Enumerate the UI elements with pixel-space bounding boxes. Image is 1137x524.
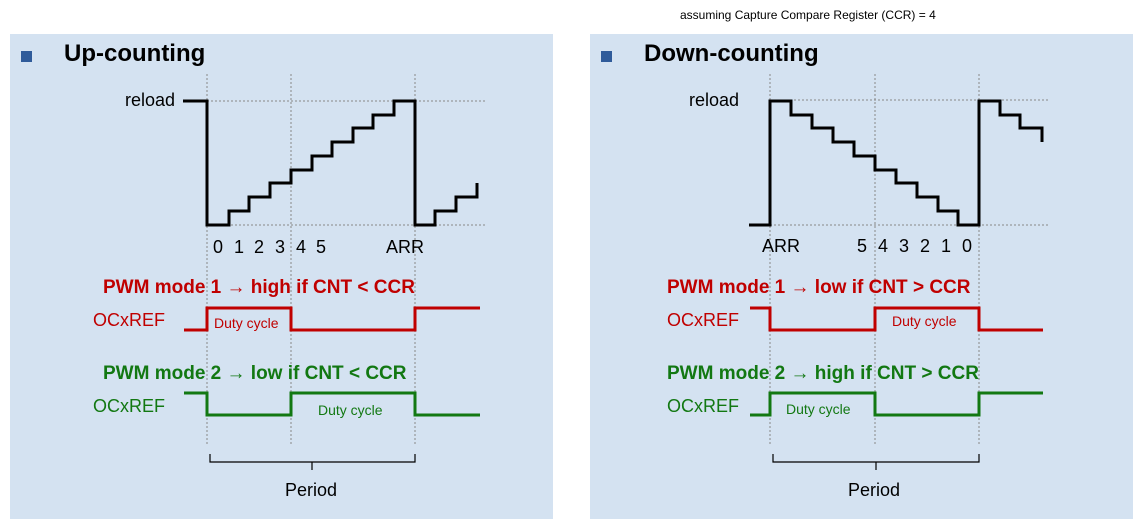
up-pwm-mode1-label: PWM mode 1 → high if CNT < CCR <box>103 277 415 298</box>
down-ocxref-mode2-label: OCxREF <box>667 396 739 416</box>
up-pwm-mode1-waveform <box>184 306 480 332</box>
bullet-icon <box>601 51 612 62</box>
down-pwm-mode2-label: PWM mode 2 → high if CNT > CCR <box>667 363 979 384</box>
down-ocxref-mode1-label: OCxREF <box>667 310 739 330</box>
up-counter-staircase <box>183 99 479 227</box>
down-counter-staircase <box>749 99 1044 227</box>
down-duty-cycle-mode1: Duty cycle <box>892 313 957 329</box>
up-counting-panel: Up-counting reload 0 1 2 3 4 5 ARR PWM m… <box>10 34 553 519</box>
up-pwm-mode2-waveform <box>184 391 480 417</box>
up-ocxref-mode1-label: OCxREF <box>93 310 165 330</box>
up-tick-1: 1 <box>234 237 245 257</box>
up-reload-label: reload <box>125 90 176 110</box>
up-tick-arr: ARR <box>386 237 425 257</box>
up-tick-5: 5 <box>316 237 327 257</box>
down-period-bracket <box>772 454 980 463</box>
down-tick-2: 2 <box>920 236 931 256</box>
up-period-bracket <box>209 454 416 463</box>
up-tick-0: 0 <box>213 237 224 257</box>
down-duty-cycle-mode2: Duty cycle <box>786 401 851 417</box>
up-period-label: Period <box>285 480 338 500</box>
up-tick-4: 4 <box>296 237 307 257</box>
down-tick-0: 0 <box>962 236 973 256</box>
bullet-icon <box>21 51 32 62</box>
down-counting-panel: Down-counting reload ARR 5 4 3 2 1 0 PWM… <box>590 34 1133 519</box>
down-pwm-mode2-waveform <box>750 391 1043 417</box>
down-pwm-mode1-waveform <box>750 306 1043 332</box>
up-pwm-mode2-label: PWM mode 2 → low if CNT < CCR <box>103 363 407 384</box>
down-tick-5: 5 <box>857 236 868 256</box>
ccr-assumption-note: assuming Capture Compare Register (CCR) … <box>680 8 936 22</box>
down-reload-label: reload <box>689 90 740 110</box>
up-counting-title: Up-counting <box>64 40 206 67</box>
down-period-label: Period <box>848 480 901 500</box>
up-counting-diagram <box>183 74 487 470</box>
up-tick-2: 2 <box>254 237 265 257</box>
up-duty-cycle-mode2: Duty cycle <box>318 402 383 418</box>
down-counting-diagram <box>749 74 1050 470</box>
down-tick-3: 3 <box>899 236 910 256</box>
up-ocxref-mode2-label: OCxREF <box>93 396 165 416</box>
down-tick-4: 4 <box>878 236 889 256</box>
up-tick-3: 3 <box>275 237 286 257</box>
down-tick-arr: ARR <box>762 236 801 256</box>
down-counting-title: Down-counting <box>644 40 819 67</box>
down-pwm-mode1-label: PWM mode 1 → low if CNT > CCR <box>667 277 971 298</box>
up-duty-cycle-mode1: Duty cycle <box>214 315 279 331</box>
down-tick-1: 1 <box>941 236 952 256</box>
